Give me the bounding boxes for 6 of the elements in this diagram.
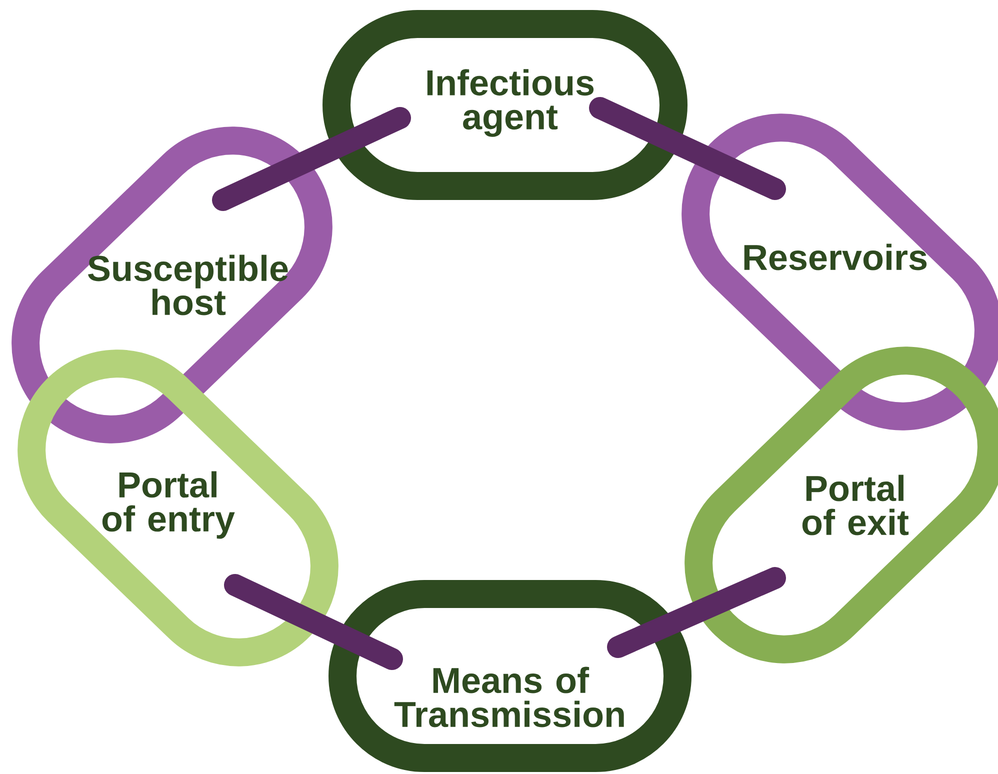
chain-link: Portal of exit [802,474,909,536]
chain-link: Portal of entry [102,471,235,539]
chain-link: Reservoirs [744,244,927,270]
chain-link: Infectious agent [322,10,688,200]
chain-link: Means of Transmission [328,580,692,772]
chain-link: Susceptible host [88,254,288,316]
